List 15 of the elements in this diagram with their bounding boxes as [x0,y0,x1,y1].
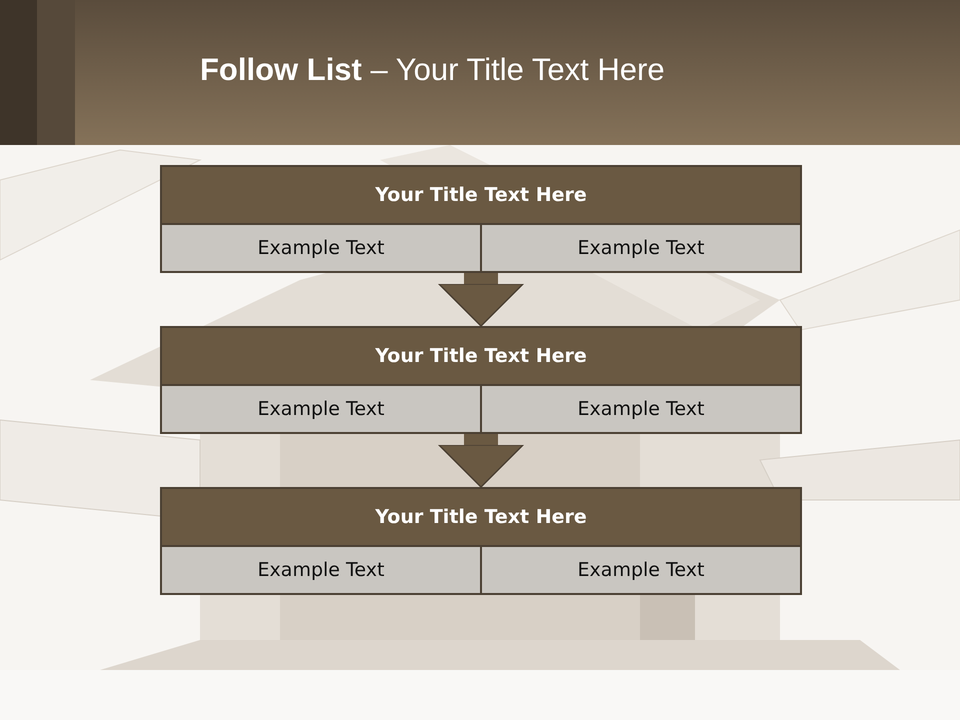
list-group-panel [160,487,802,595]
text-cell: Example Text [162,225,480,271]
text-cell: Example Text [482,225,800,271]
arrow [438,434,524,488]
text-cell: Example Text [162,386,480,432]
text-cell: Example Text [482,547,800,593]
text-cell: Example Text [162,547,480,593]
arrow [438,273,524,327]
slide-title: Follow List – Your Title Text Here [200,52,666,88]
title-bar: Your Title Text Here [162,167,800,223]
list-group-panel [160,165,802,273]
list-group-panel [160,326,802,434]
title-bar: Your Title Text Here [162,328,800,384]
text-cell: Example Text [482,386,800,432]
title-bar: Your Title Text Here [162,489,800,545]
